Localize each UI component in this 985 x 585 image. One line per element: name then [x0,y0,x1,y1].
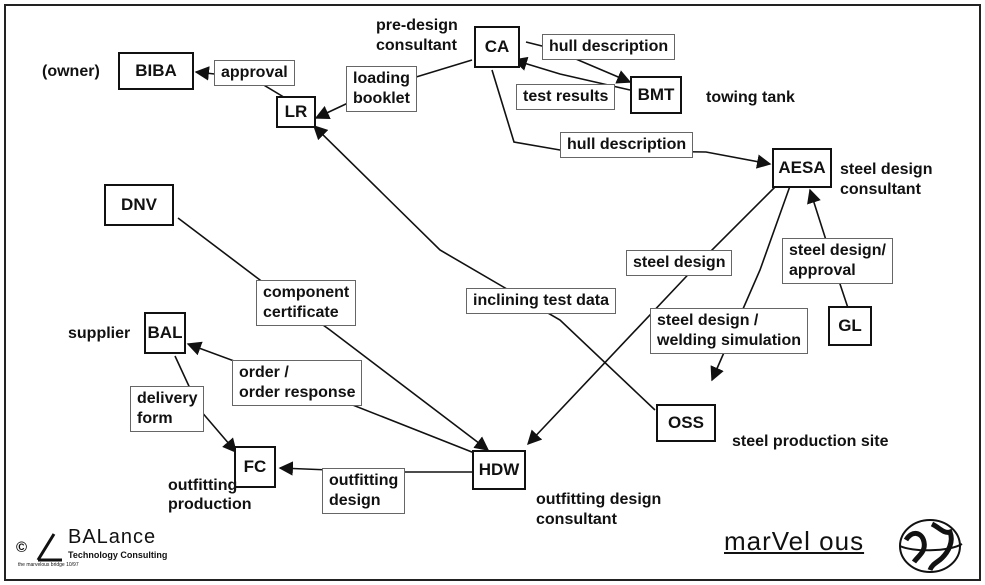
flow-delivery-form-line2: form [137,410,173,427]
caption-outfitting-design-1: outfitting design [536,491,662,508]
flow-component-certificate-line2: certificate [263,304,339,321]
flow-steel-welding-line2: welding simulation [657,332,802,349]
edge-oss-lr [312,124,656,411]
flow-delivery-form: delivery form [130,386,205,432]
flow-loading-booklet-line2: booklet [353,90,410,107]
flow-hull-description-top: hull description [542,34,676,60]
flow-steel-design-text: steel design [633,254,726,271]
caption-steel-production-site: steel production site [732,433,889,450]
flow-inclining-test-data: inclining test data [466,288,617,314]
flow-order-response-line2: order response [239,384,356,401]
balance-name: BALance [68,526,157,548]
flow-steel-design-approval: steel design/approval [782,238,893,284]
node-gl: GL [828,306,872,346]
caption-steel-design-1: steel design [840,161,933,178]
caption-supplier: supplier [68,325,131,342]
diagram-frame [4,4,981,581]
node-ca: CA [474,26,520,68]
flow-component-certificate: component certificate [256,280,357,326]
caption-outfitting-design-2: consultant [536,511,617,528]
flow-loading-booklet-line1: loading [353,70,410,87]
flow-steel-welding-line1: steel design / [657,312,759,329]
edge-dnv-hdw [177,217,490,451]
flow-steel-design-approval-line1: steel design/ [789,242,886,259]
balance-mark-icon [36,533,62,562]
caption-owner: (owner) [42,63,100,80]
caption-steel-design-2: consultant [840,181,921,198]
flow-steel-welding: steel design / welding simulation [650,308,809,354]
flow-steel-design-approval-line2: approval [789,262,856,279]
caption-pre-design-2: consultant [376,37,457,54]
node-bmt: BMT [630,76,682,114]
node-lr: LR [276,96,316,128]
flow-test-results-text: test results [523,88,609,105]
flow-loading-booklet: loading booklet [346,66,417,112]
flow-outfitting-design: outfitting design [322,468,406,514]
caption-outfitting-production-1: outfitting [168,477,238,494]
marvelous-wordmark: marVel ous [724,526,865,556]
flow-hull-description-top-text: hull description [549,38,669,55]
caption-pre-design-1: pre-design [376,17,458,34]
flow-approval: approval [214,60,295,86]
globe-icon [899,519,963,573]
flow-delivery-form-line1: delivery [137,390,198,407]
flow-hull-description-mid: hull description [560,132,694,158]
node-dnv: DNV [104,184,174,226]
node-bal: BAL [144,312,186,354]
node-aesa: AESA [772,148,832,188]
flow-outfitting-design-line2: design [329,492,381,509]
copyright-symbol: © [16,539,28,556]
flow-inclining-test-data-text: inclining test data [473,292,610,309]
flow-hull-description-mid-text: hull description [567,136,687,153]
flow-order-response-line1: order / [239,364,289,381]
marvelous-logo: marVel ous [724,512,974,578]
node-fc: FC [234,446,276,488]
flow-outfitting-design-line1: outfitting [329,472,399,489]
flow-test-results: test results [516,84,616,110]
flow-approval-text: approval [221,64,288,81]
node-oss: OSS [656,404,716,442]
flow-steel-design: steel design [626,250,733,276]
balance-logo: © BALance Technology Consulting the marv… [16,526,186,572]
caption-outfitting-production-2: production [168,496,252,513]
caption-towing-tank: towing tank [706,89,795,106]
flow-order-response: order / order response [232,360,363,406]
balance-tiny-note: the marvelous bridge 10/97 [18,562,79,568]
node-hdw: HDW [472,450,526,490]
node-biba: BIBA [118,52,194,90]
flow-component-certificate-line1: component [263,284,350,301]
edge-gl-aesa [807,188,849,309]
balance-subtitle: Technology Consulting [68,550,168,560]
